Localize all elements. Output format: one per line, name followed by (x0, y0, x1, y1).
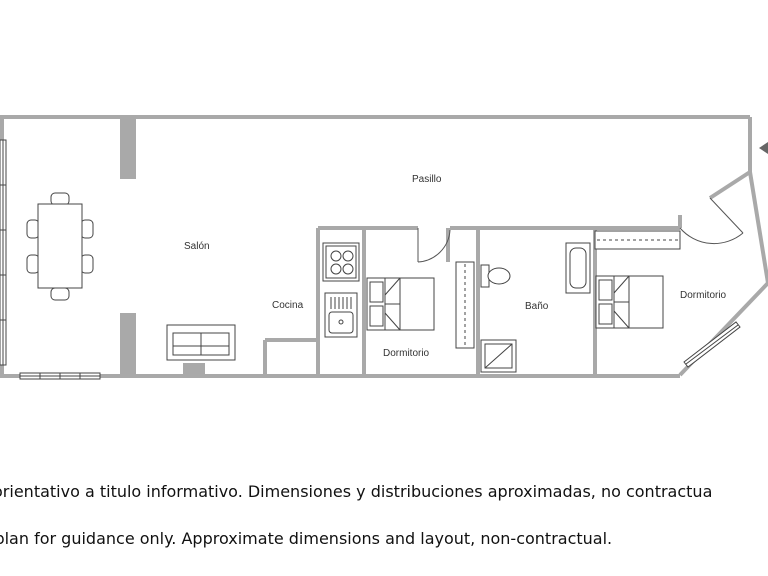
disclaimer-english: or plan for guidance only. Approximate d… (0, 529, 613, 548)
interior-walls (263, 215, 682, 376)
disclaimer-spanish: no orientativo a titulo informativo. Dim… (0, 482, 713, 501)
room-label-bano: Baño (525, 301, 549, 312)
window-left (0, 139, 7, 366)
cooktop (322, 242, 360, 282)
room-label-dormitorio-1: Dormitorio (383, 348, 430, 359)
bed-dormitorio-1 (366, 277, 435, 331)
wardrobe-2 (594, 230, 681, 250)
dining-table (26, 192, 94, 301)
kitchen-sink (324, 292, 358, 338)
room-label-pasillo: Pasillo (412, 174, 442, 185)
room-label-dormitorio-2: Dormitorio (680, 290, 727, 301)
wardrobe-1 (455, 261, 475, 349)
shower (480, 339, 517, 373)
window-bottom (19, 372, 101, 380)
floor-plan: Salón Pasillo Cocina Dormitorio Baño Dor… (0, 115, 768, 380)
sofa (166, 324, 236, 361)
window-right (683, 321, 741, 368)
toilet (480, 264, 511, 288)
room-label-salon: Salón (184, 241, 210, 252)
doors (417, 197, 744, 263)
bed-dormitorio-2 (595, 275, 664, 329)
arrow-icon (759, 142, 768, 154)
bathtub (565, 242, 591, 294)
pillars (120, 117, 205, 376)
room-label-cocina: Cocina (272, 300, 304, 311)
